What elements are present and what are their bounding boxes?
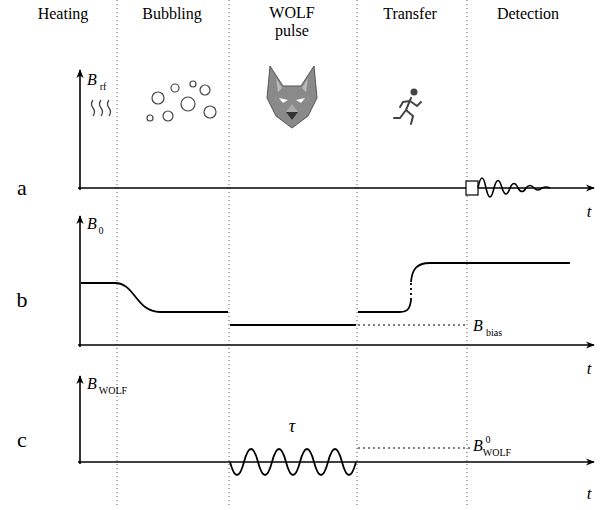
- level-symbol: B: [473, 437, 483, 454]
- bubble: [163, 111, 173, 121]
- phase-name: Heating: [38, 5, 89, 22]
- label-holder: WOLF pulse: [263, 4, 321, 39]
- label-holder: B: [473, 437, 483, 455]
- label-holder: WOLF: [99, 385, 127, 396]
- label-holder: a: [17, 176, 27, 200]
- heat-wave: [100, 100, 103, 116]
- phase-name: Transfer: [383, 5, 437, 22]
- b0-curve: [358, 300, 411, 312]
- runner-arms: [400, 101, 421, 107]
- b0-jump: [410, 282, 412, 300]
- label-holder: Transfer: [383, 5, 437, 23]
- phase-divider: [229, 0, 230, 505]
- runner-head: [411, 89, 418, 96]
- axis-subscript: rf: [100, 81, 107, 92]
- panel-letter: c: [17, 427, 27, 452]
- wolf-nose: [286, 112, 298, 120]
- label-holder: B: [87, 215, 97, 233]
- x-axis: [78, 461, 594, 463]
- bubble: [152, 92, 164, 104]
- label-holder: Heating: [38, 5, 89, 23]
- bubble: [204, 106, 216, 118]
- wolf-ear: [276, 78, 282, 92]
- phase-divider: [357, 0, 358, 505]
- heating-icon: [92, 100, 111, 116]
- axis-subscript: 0: [99, 225, 104, 236]
- axis-symbol: B: [87, 215, 97, 232]
- label-holder: B: [473, 317, 483, 335]
- x-axis: [78, 187, 594, 189]
- label-holder: Detection: [497, 5, 559, 23]
- b0-curve: [411, 263, 570, 282]
- y-axis: [79, 70, 81, 190]
- bias-guide: [358, 325, 468, 326]
- label-holder: bias: [486, 327, 502, 338]
- label-holder: 0: [99, 225, 104, 236]
- b0-curve: [81, 283, 228, 312]
- phase-divider: [467, 0, 468, 505]
- y-axis: [79, 216, 81, 347]
- level-symbol: B: [473, 317, 483, 334]
- time-axis-label: t: [587, 202, 592, 221]
- duration-symbol: τ: [289, 416, 295, 436]
- label-holder: Bubbling: [142, 5, 202, 23]
- runner-icon: [394, 89, 421, 125]
- axis-subscript: WOLF: [99, 385, 127, 396]
- b0-bias-level: [230, 324, 356, 326]
- level-subscript: bias: [486, 327, 502, 338]
- amplitude-guide: [358, 448, 470, 449]
- runner-body: [406, 98, 411, 110]
- x-axis: [78, 344, 594, 346]
- label-holder: WOLF: [483, 447, 511, 458]
- wolf-ear: [302, 78, 308, 92]
- time-axis-label: t: [587, 359, 592, 378]
- wolf-eye: [296, 98, 305, 103]
- wolf-icon: [267, 66, 317, 128]
- phase-divider: [117, 0, 118, 505]
- label-holder: B: [87, 375, 97, 393]
- fid-signal: [478, 178, 550, 197]
- label-holder: rf: [100, 81, 107, 92]
- phase-name: Detection: [497, 5, 559, 22]
- b0-trace: [81, 263, 570, 325]
- bubble: [181, 97, 195, 111]
- axis-symbol: B: [87, 71, 97, 88]
- y-axis: [79, 376, 81, 464]
- level-subscript: WOLF: [483, 447, 511, 458]
- wolf-head: [267, 66, 317, 128]
- panel-letter: a: [17, 175, 27, 200]
- label-holder: b: [17, 288, 28, 312]
- wolf-snout: [286, 104, 298, 112]
- axes: [78, 70, 594, 464]
- label-holder: t: [587, 360, 592, 379]
- label-holder: t: [587, 203, 592, 222]
- level-superscript: 0: [486, 434, 491, 445]
- wolf-eye: [279, 98, 288, 103]
- wolf-oscillation: [230, 449, 356, 475]
- runner-legs: [394, 110, 413, 124]
- bubble: [200, 85, 210, 95]
- phase-name: Bubbling: [142, 5, 202, 22]
- bubbles-icon: [147, 81, 216, 121]
- label-holder: c: [17, 428, 27, 452]
- rf-pulse: [466, 181, 478, 195]
- panel-letter: b: [17, 287, 28, 312]
- label-holder: B: [87, 71, 97, 89]
- bubble: [171, 84, 179, 92]
- label-holder: 0: [486, 434, 491, 445]
- axis-symbol: B: [87, 375, 97, 392]
- label-holder: t: [587, 485, 592, 504]
- label-holder: τ: [289, 417, 295, 437]
- bubble: [190, 81, 196, 87]
- heat-wave: [92, 100, 95, 116]
- phase-name: WOLF pulse: [269, 4, 314, 39]
- bubble: [147, 115, 153, 121]
- time-axis-label: t: [587, 484, 592, 503]
- heat-wave: [108, 100, 111, 116]
- phase-dividers: [117, 0, 467, 505]
